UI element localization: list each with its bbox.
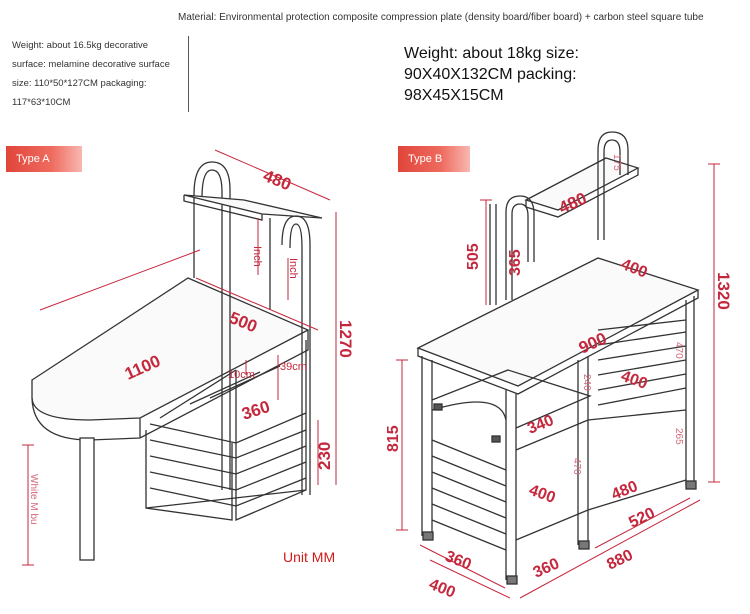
type-b-spec-text: Weight: about 18kg size: 90X40X132CM pac… xyxy=(404,45,579,104)
type-a-rack-drawing xyxy=(31,161,323,561)
type-b-dim-505: 505 xyxy=(465,243,482,270)
type-a-post-label-1: Inch xyxy=(251,246,263,267)
type-b-dim-365: 365 xyxy=(507,249,524,276)
type-a-dim-230: 230 xyxy=(315,442,334,470)
type-a-dim-1270: 1270 xyxy=(336,320,355,358)
type-b-dim-340: 340 xyxy=(525,412,556,438)
type-b-dim-400-mid: 400 xyxy=(619,368,650,393)
type-b-rack-drawing xyxy=(416,131,700,585)
type-a-leg-label: White M bu xyxy=(28,474,39,525)
type-b-dim-400-floor: 400 xyxy=(427,576,458,602)
type-b-dim-815: 815 xyxy=(385,425,402,452)
type-b-dimension-labels: 480 175 505 365 400 1320 900 470 240 400… xyxy=(385,154,733,602)
type-a-post-label-2: Inch xyxy=(287,258,299,279)
type-b-dim-1320: 1320 xyxy=(714,272,733,310)
type-b-dim-480-bottom: 480 xyxy=(609,478,640,504)
type-a-dim-39cm: 39cm xyxy=(280,361,307,373)
type-b-dim-265: 265 xyxy=(673,428,684,445)
type-b-dim-240: 240 xyxy=(581,374,592,391)
type-b-dimension-lines xyxy=(396,163,720,599)
type-b-dim-470-bottom: 470 xyxy=(571,458,582,475)
type-b-dim-175: 175 xyxy=(611,154,622,171)
type-b-dim-520: 520 xyxy=(626,505,658,532)
type-a-dim-360: 360 xyxy=(239,397,272,424)
type-b-dim-470-right: 470 xyxy=(673,342,684,359)
type-b-dim-400-bottom: 400 xyxy=(527,482,558,507)
type-a-tab: Type A xyxy=(6,146,82,172)
type-b-dim-880: 880 xyxy=(604,547,636,574)
material-description: Material: Environmental protection compo… xyxy=(178,12,704,23)
type-a-spec-text: Weight: about 16.5kg decorative surface:… xyxy=(12,36,189,112)
unit-label: Unit MM xyxy=(283,549,336,565)
type-b-tab: Type B xyxy=(398,146,470,172)
type-a-dimension-lines xyxy=(22,149,337,566)
type-a-dim-480: 480 xyxy=(261,166,294,194)
type-a-dim-10cm: 10cm xyxy=(228,369,255,381)
